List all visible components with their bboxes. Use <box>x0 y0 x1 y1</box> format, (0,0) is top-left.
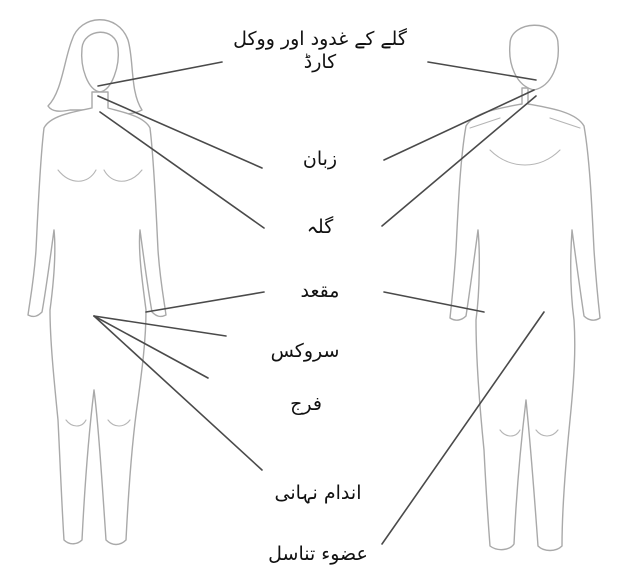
label-anus: مقعد <box>301 280 340 302</box>
label-vulva: اندام نہانی <box>275 482 362 504</box>
female-figure <box>28 20 166 545</box>
male-figure <box>450 25 600 550</box>
label-cervix: سروکس <box>271 340 340 362</box>
label-throat: گلہ <box>307 216 333 238</box>
label-penis: عضوء تناسل <box>268 543 368 565</box>
label-tongue: زبان <box>303 148 337 170</box>
label-vagina: فرج <box>290 393 322 415</box>
label-throat-glands-vocal-cords: گلے کے غدود اور ووکل کارڈ <box>220 28 420 74</box>
